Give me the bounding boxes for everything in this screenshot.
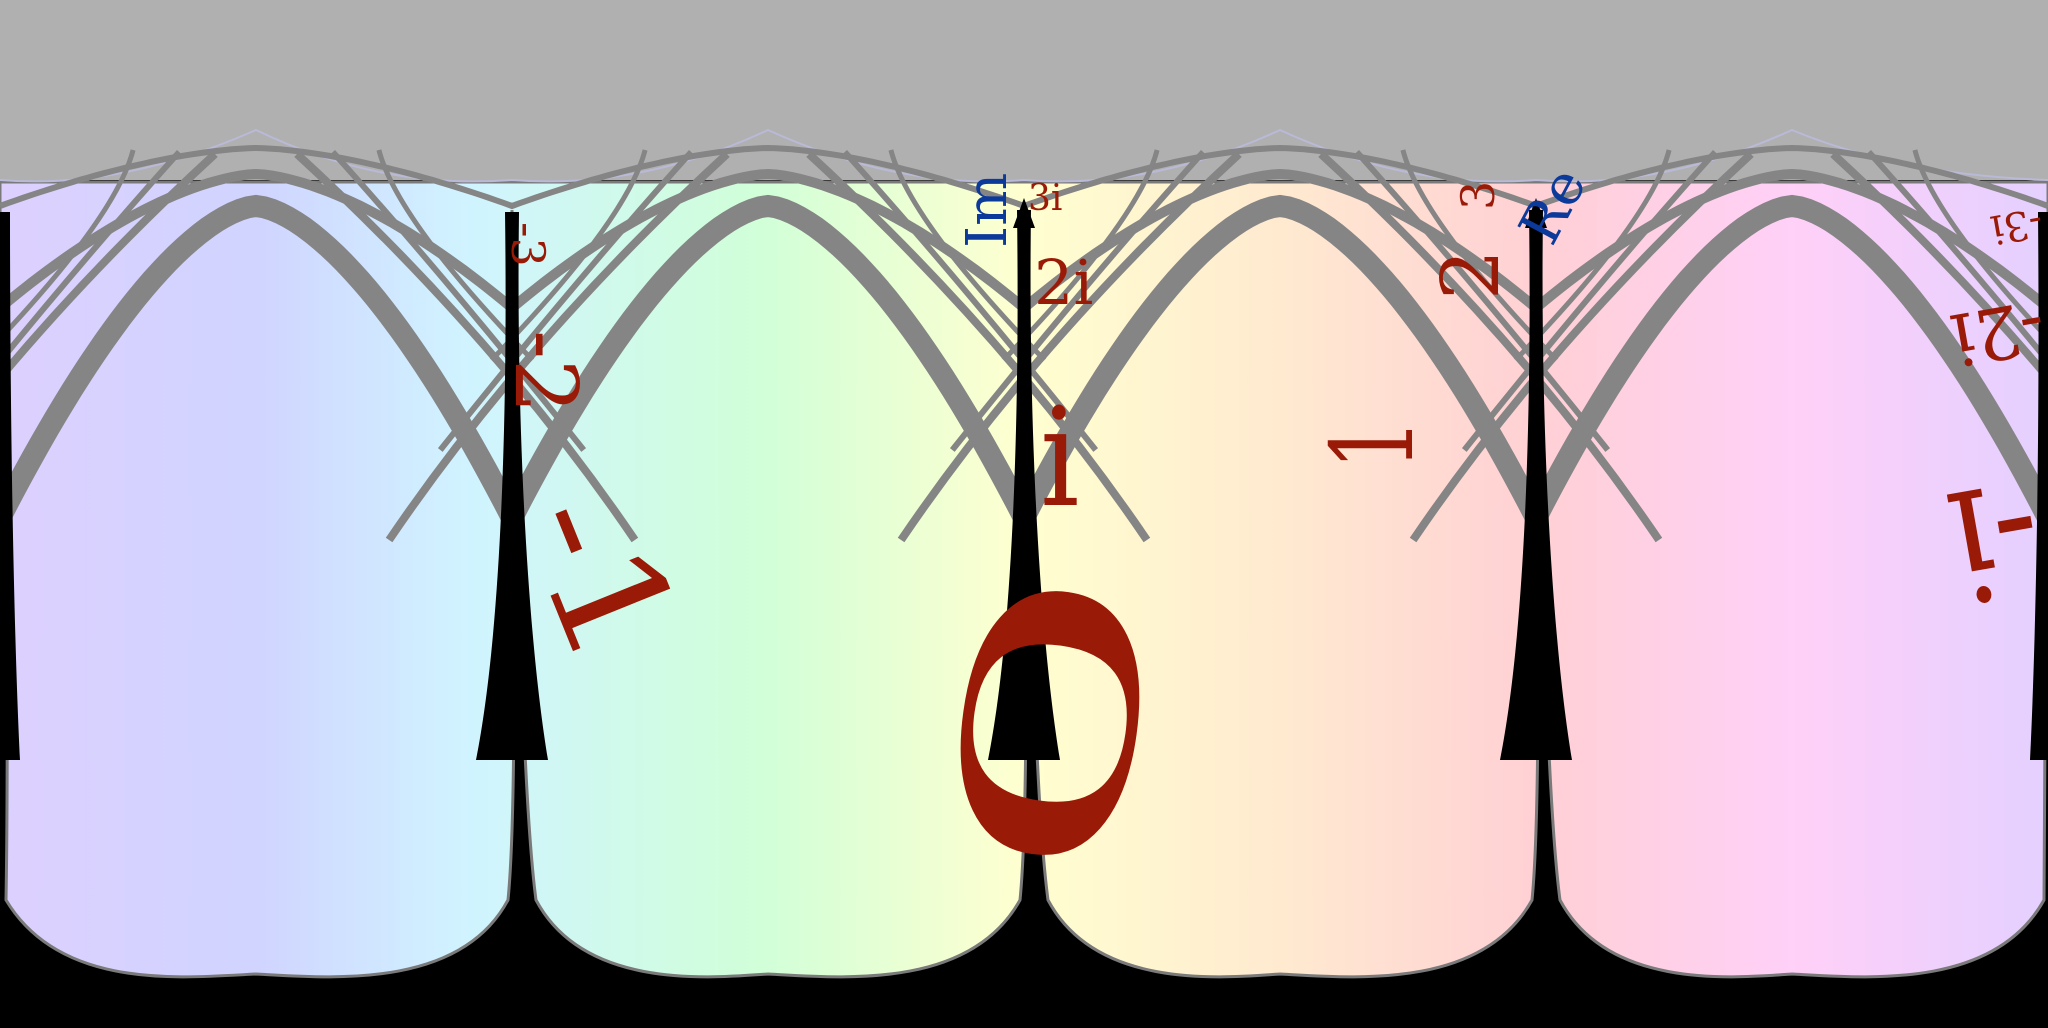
grid-cross-line: [0, 149, 136, 343]
grid-cross-line: [1866, 149, 2048, 367]
grid-cross-lines: [0, 149, 2048, 543]
grid-cross-line: [1400, 149, 1559, 362]
imaginary-axis-positive: [988, 210, 1060, 760]
label-minus-2i: -2i: [1945, 283, 2048, 382]
grid-cross-line: [330, 149, 587, 452]
label-one: 1: [1308, 418, 1439, 470]
grid-cross-line: [1513, 149, 1672, 362]
number-labels: 0 1 2 3 i 2i 3i -1 -2 -3 -i -2i -3i: [486, 178, 2048, 908]
label-minus-3i: -3i: [1987, 198, 2046, 252]
grid-cross-line: [1830, 151, 2048, 385]
grid-cross-line: [1461, 149, 1718, 452]
grid-cross-line: [489, 149, 648, 362]
grid-cross-line: [888, 149, 1047, 362]
grid-cross-line: [1354, 149, 1611, 452]
grid-cross-line: [376, 149, 535, 362]
real-axis-arrow: [1525, 198, 1547, 228]
label-zero: 0: [898, 539, 1211, 907]
label-3i: 3i: [1028, 178, 1062, 219]
label-two: 2: [1424, 249, 1517, 300]
grid-cross-line: [949, 149, 1206, 452]
label-2i: 2i: [1034, 246, 1093, 319]
grid-cross-line: [1912, 149, 2048, 343]
grid-cross-line: [385, 151, 730, 543]
label-three: 3: [1451, 181, 1505, 210]
grid-cross-line: [1409, 151, 1754, 543]
grid-cross-line: [897, 151, 1242, 543]
imaginary-axis-arrow: [1013, 198, 1035, 228]
grid-cross-line: [1318, 151, 1663, 543]
axis-spikes: [0, 210, 2048, 760]
grid-cross-line: [1001, 149, 1160, 362]
real-axis-positive: [1500, 210, 1572, 760]
grid-cross-line: [0, 149, 182, 367]
label-minus-two: -2: [495, 330, 595, 414]
grid-cross-line: [842, 149, 1099, 452]
real-axis-negative: [476, 212, 548, 760]
horizon-edge: [0, 0, 2048, 182]
grid-cross-line: [0, 151, 218, 385]
grid-cross-line: [294, 151, 639, 543]
imaginary-axis-label: Im: [955, 173, 1020, 248]
grid-cross-line: [437, 149, 694, 452]
label-i: i: [1040, 378, 1080, 537]
grid-cross-line: [806, 151, 1151, 543]
label-minus-three: -3: [501, 222, 555, 267]
